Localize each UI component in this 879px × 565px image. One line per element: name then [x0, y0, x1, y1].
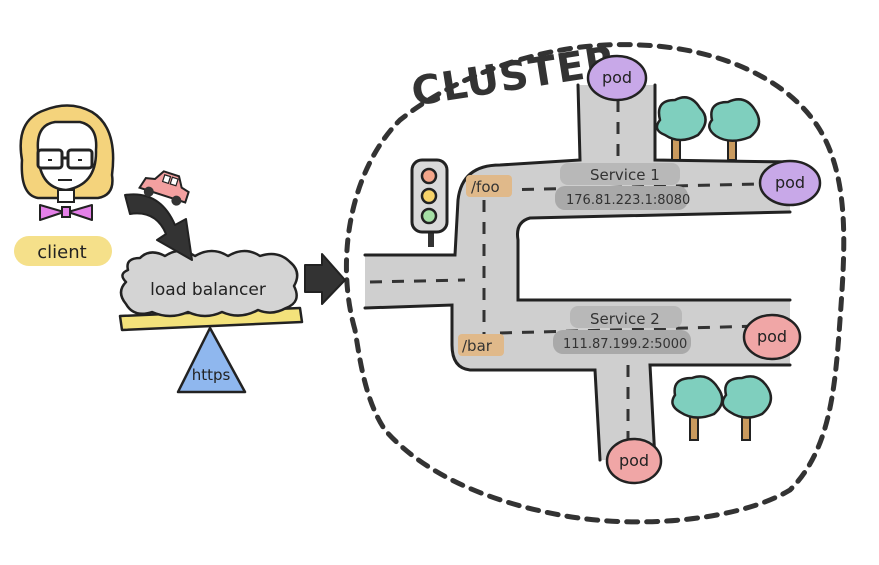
service-2-address: 111.87.199.2:5000 — [563, 337, 687, 352]
pod-label: pod — [619, 451, 649, 470]
car-icon — [138, 170, 190, 206]
service-2-label-group: Service 2 111.87.199.2:5000 — [553, 306, 691, 354]
arrow-client-to-lb-icon — [124, 193, 193, 261]
load-balancer-label: load balancer — [150, 280, 266, 300]
pod-service2-right: pod — [742, 313, 802, 361]
pod-label: pod — [757, 327, 787, 346]
service-1-label-group: Service 1 176.81.223.1:8080 — [555, 163, 690, 210]
service-1-address: 176.81.223.1:8080 — [566, 193, 690, 208]
route-foo-label: /foo — [471, 178, 500, 196]
route-bar-label: /bar — [462, 337, 493, 355]
pod-service1-right: pod — [758, 159, 822, 207]
route-tag-bar-bg — [458, 334, 504, 356]
bow-tie-icon — [39, 204, 93, 221]
client-label: client — [37, 242, 86, 263]
arrow-lb-to-cluster-icon — [304, 253, 346, 305]
client-label-bg — [14, 236, 112, 266]
cluster-boundary — [344, 42, 847, 525]
trees-top-icon — [655, 96, 761, 161]
service-2-name: Service 2 — [590, 310, 660, 328]
pod-service1-top: pod — [586, 54, 648, 102]
route-tag-foo-bg — [466, 175, 512, 197]
https-label: https — [192, 366, 231, 384]
https-fulcrum — [176, 326, 247, 394]
pod-service2-bottom: pod — [605, 437, 663, 485]
client-avatar-icon — [19, 104, 115, 221]
trees-bottom-icon — [671, 375, 773, 441]
pod-label: pod — [602, 68, 632, 87]
load-balancer: https load balancer — [118, 249, 304, 394]
pod-label: pod — [775, 173, 805, 192]
traffic-light-icon — [410, 158, 449, 247]
service-1-name: Service 1 — [590, 166, 660, 184]
